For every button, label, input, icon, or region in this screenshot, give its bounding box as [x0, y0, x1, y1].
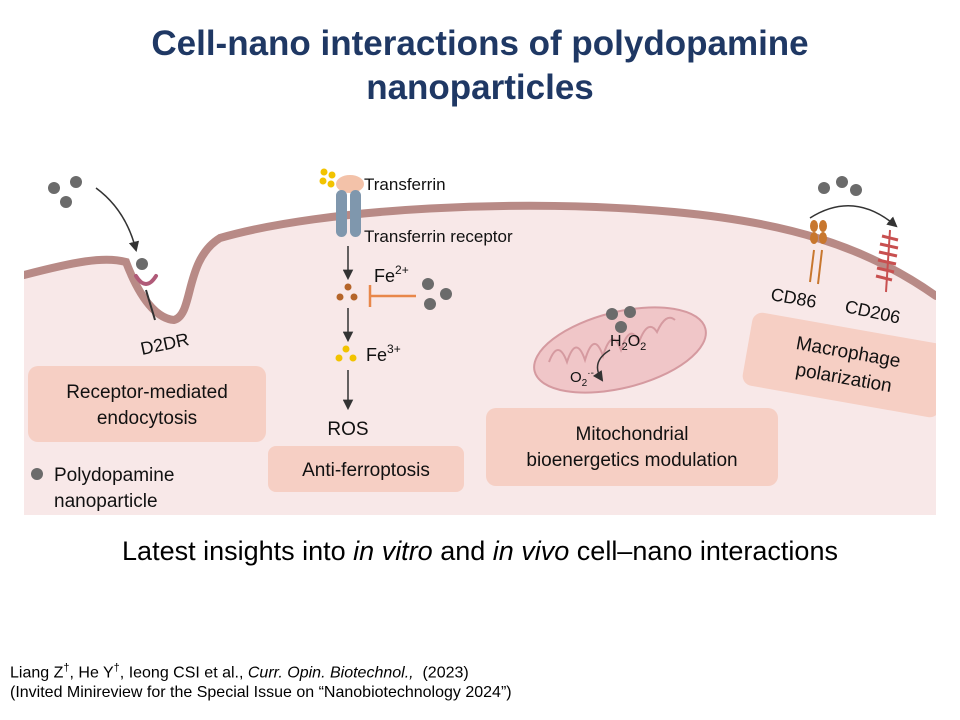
nanoparticle-cluster-fe: [422, 278, 452, 310]
transferrin-receptor-right: [350, 190, 361, 237]
nanoparticle-cluster-mito: [606, 306, 636, 333]
h2o2-to-o2-arrow: [592, 349, 611, 382]
fe3-label: Fe3+: [366, 342, 401, 365]
transferrin-receptor-label: Transferrin receptor: [364, 227, 513, 246]
internalized-nanoparticle: [136, 258, 148, 270]
cell-nano-diagram: D2DR Transferrin Transferrin receptor Fe…: [24, 168, 936, 515]
title-line-2: nanoparticles: [366, 68, 594, 107]
cell-membrane: [24, 201, 936, 325]
subtitle-italic-in-vitro: in vitro: [353, 536, 433, 566]
transferrin-receptor-left: [336, 190, 347, 237]
slide-title: Cell-nano interactions of polydopamine n…: [0, 22, 960, 110]
mito-line2: bioenergetics modulation: [526, 450, 737, 471]
cd86-receptor: [809, 220, 827, 285]
subtitle-italic-in-vivo: in vivo: [492, 536, 570, 566]
subtitle-part: Latest insights into: [122, 536, 354, 566]
nanoparticle-cluster-left: [48, 176, 82, 208]
slide-subtitle: Latest insights into in vitro and in viv…: [0, 536, 960, 567]
fe3-iron-dots: [335, 345, 357, 362]
transferrin-label: Transferrin: [364, 175, 446, 194]
macrophage-box: Macrophage polarization: [742, 312, 936, 418]
title-line-1: Cell-nano interactions of polydopamine: [151, 24, 809, 63]
reference-line-1: Liang Z†, He Y†, Ieong CSI et al., Curr.…: [10, 662, 469, 682]
receptor-endocytosis-line1: Receptor-mediated: [66, 382, 228, 403]
ros-label: ROS: [327, 419, 368, 440]
subtitle-part: cell–nano interactions: [569, 536, 838, 566]
mito-line1: Mitochondrial: [576, 424, 689, 445]
reference-block: Liang Z†, He Y†, Ieong CSI et al., Curr.…: [10, 658, 512, 703]
h2o2-label: H2O2: [610, 333, 646, 353]
legend-line2: nanoparticle: [54, 491, 158, 512]
cd206-receptor: [875, 229, 899, 293]
superoxide-label: O2·-: [570, 368, 594, 389]
endocytosis-arrow: [95, 187, 140, 253]
d2dr-stem: [145, 289, 156, 321]
transferrin-iron-dots: [319, 168, 336, 188]
d2dr-receptor: [134, 274, 158, 286]
nanoparticle-cluster-macrophage: [818, 176, 862, 196]
subtitle-part: and: [432, 536, 493, 566]
transferrin-icon: [336, 175, 364, 193]
fe2-iron-dots: [336, 283, 358, 301]
fe2-label: Fe2+: [374, 263, 409, 286]
legend-nanoparticle-icon: [31, 468, 43, 480]
legend-line1: Polydopamine: [54, 465, 174, 486]
receptor-endocytosis-box: Receptor-mediated endocytosis: [28, 366, 266, 442]
receptor-endocytosis-line2: endocytosis: [97, 408, 197, 429]
polarization-arrow: [809, 205, 898, 228]
anti-ferroptosis-box: Anti-ferroptosis: [268, 446, 464, 492]
anti-ferroptosis-label: Anti-ferroptosis: [302, 460, 430, 481]
reference-line-2: (Invited Minireview for the Special Issu…: [10, 684, 512, 702]
mito-box: Mitochondrial bioenergetics modulation: [486, 408, 778, 486]
